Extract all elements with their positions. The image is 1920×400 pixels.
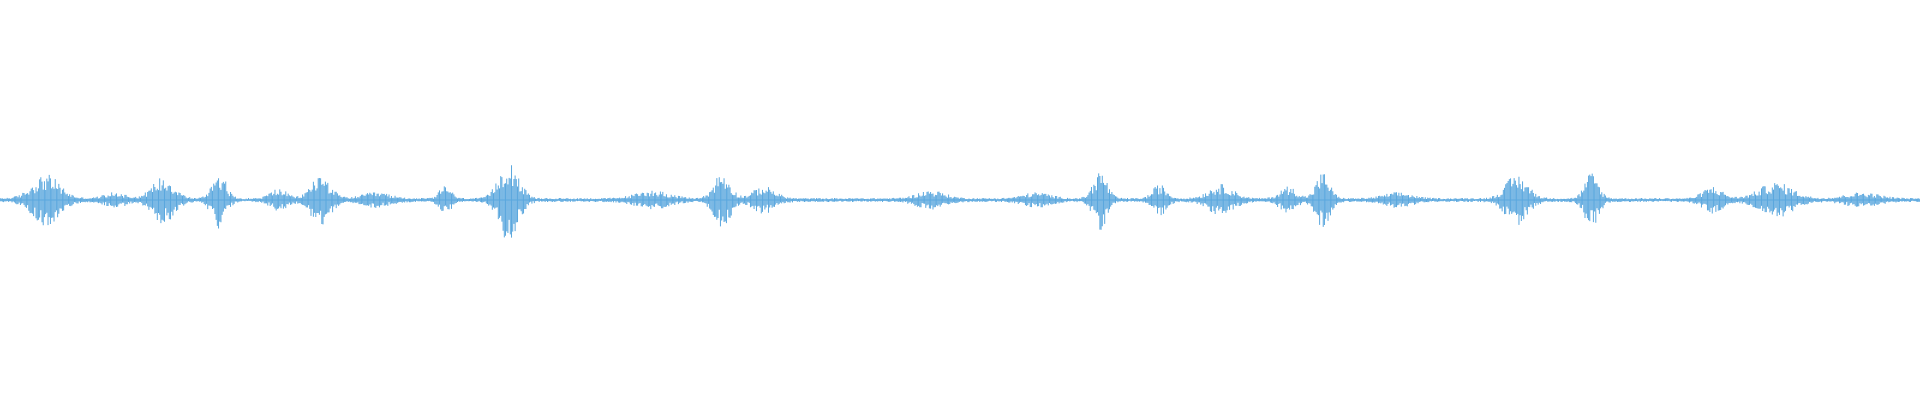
waveform-trace bbox=[0, 165, 1920, 238]
